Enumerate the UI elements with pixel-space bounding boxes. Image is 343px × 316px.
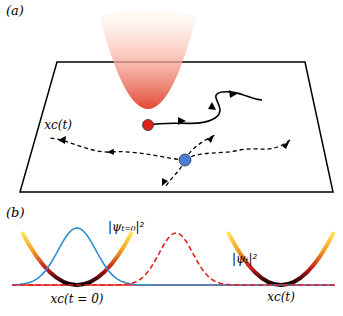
panel-label: (a)	[6, 4, 24, 18]
position-label: xc(t = 0)	[51, 292, 104, 306]
arrowhead	[178, 90, 237, 125]
bowl-rim	[100, 11, 196, 25]
arrowhead	[58, 135, 290, 186]
position-label: xc(t)	[267, 290, 295, 304]
panel-label: (b)	[6, 206, 24, 220]
gaussian	[12, 228, 334, 285]
dashed-path	[50, 135, 290, 188]
potential-bowl	[100, 18, 196, 109]
gaussian	[12, 233, 334, 285]
plane	[20, 62, 333, 192]
position-label: xc(t)	[44, 118, 72, 132]
wavefunction-label: |ψₜ₌₀|²	[108, 220, 144, 234]
potential-parabola	[228, 232, 334, 285]
red-dot	[143, 120, 154, 131]
wavefunction-label: |ψₜ|²	[232, 252, 257, 266]
blue-dot	[179, 154, 191, 166]
